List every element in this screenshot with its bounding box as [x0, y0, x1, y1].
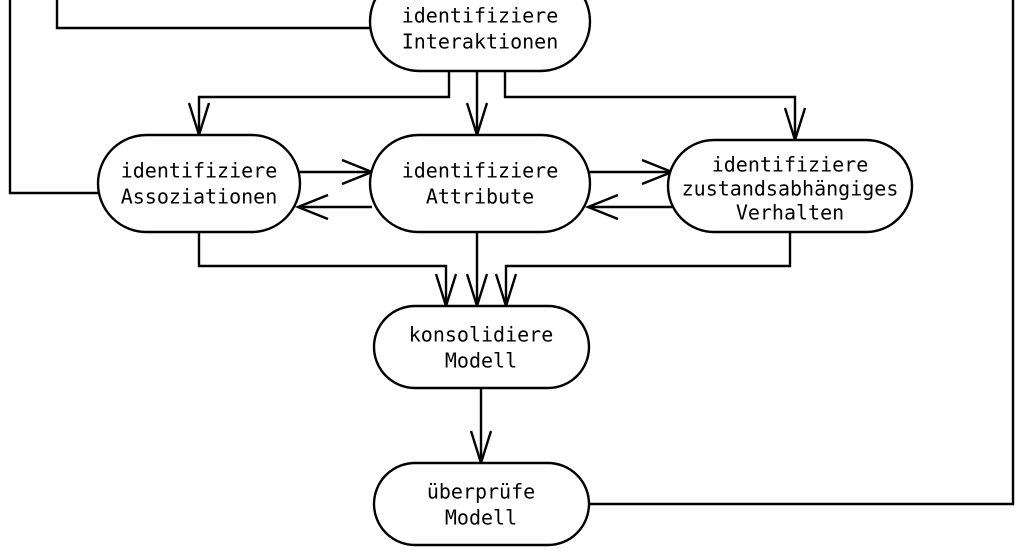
node-identifiziere-assoziationen[interactable]: identifiziere Assoziationen	[96, 133, 302, 234]
node-label-assoziationen-line2: Assoziationen	[121, 185, 278, 209]
node-identifiziere-interaktionen[interactable]: identifiziere Interaktionen	[368, 0, 592, 73]
edge-verhalten-to-attribute	[584, 193, 672, 221]
edge-attribute-to-verhalten	[588, 158, 676, 186]
node-ueberpruefe-modell[interactable]: überprüfe Modell	[372, 461, 591, 547]
edge-interaktionen-to-verhalten	[503, 71, 807, 145]
node-label-verhalten-line1: identifiziere	[712, 153, 869, 177]
node-identifiziere-attribute[interactable]: identifiziere Attribute	[368, 133, 592, 234]
edge-verhalten-to-konsolidiere	[494, 232, 792, 311]
edge-attribute-to-assoziationen	[294, 193, 372, 221]
node-label-attribute-line2: Attribute	[426, 185, 534, 209]
node-identifiziere-zustandsabhaengiges-verhalten[interactable]: identifiziere zustandsabhängiges Verhalt…	[666, 138, 914, 234]
node-label-verhalten-line3: Verhalten	[736, 201, 844, 225]
edge-assoziationen-to-konsolidiere	[197, 232, 458, 311]
node-label-ueberpruefe-line2: Modell	[445, 506, 517, 530]
edge-assoziationen-to-attribute	[298, 158, 376, 186]
edge-konsolidiere-to-ueberpruefe	[469, 388, 493, 468]
node-label-konsolidiere-line2: Modell	[445, 349, 517, 373]
node-label-konsolidiere-line1: konsolidiere	[409, 323, 554, 347]
node-label-ueberpruefe-line1: überprüfe	[427, 480, 535, 504]
node-label-verhalten-line2: zustandsabhängiges	[682, 177, 899, 201]
node-konsolidiere-modell[interactable]: konsolidiere Modell	[372, 304, 591, 390]
node-label-interaktionen-line2: Interaktionen	[402, 30, 559, 54]
edge-attribute-to-konsolidiere	[465, 232, 489, 311]
edge-interaktionen-to-attribute	[465, 71, 489, 140]
edge-assoziationen-feedback-left	[8, 0, 98, 195]
node-label-assoziationen-line1: identifiziere	[121, 159, 278, 183]
edge-interaktionen-feedback-left	[55, 0, 370, 30]
node-label-interaktionen-line1: identifiziere	[402, 4, 559, 28]
edge-interaktionen-to-assoziationen	[187, 71, 451, 140]
edge-ueberpruefe-feedback-right	[590, 0, 1015, 506]
node-label-attribute-line1: identifiziere	[402, 159, 559, 183]
